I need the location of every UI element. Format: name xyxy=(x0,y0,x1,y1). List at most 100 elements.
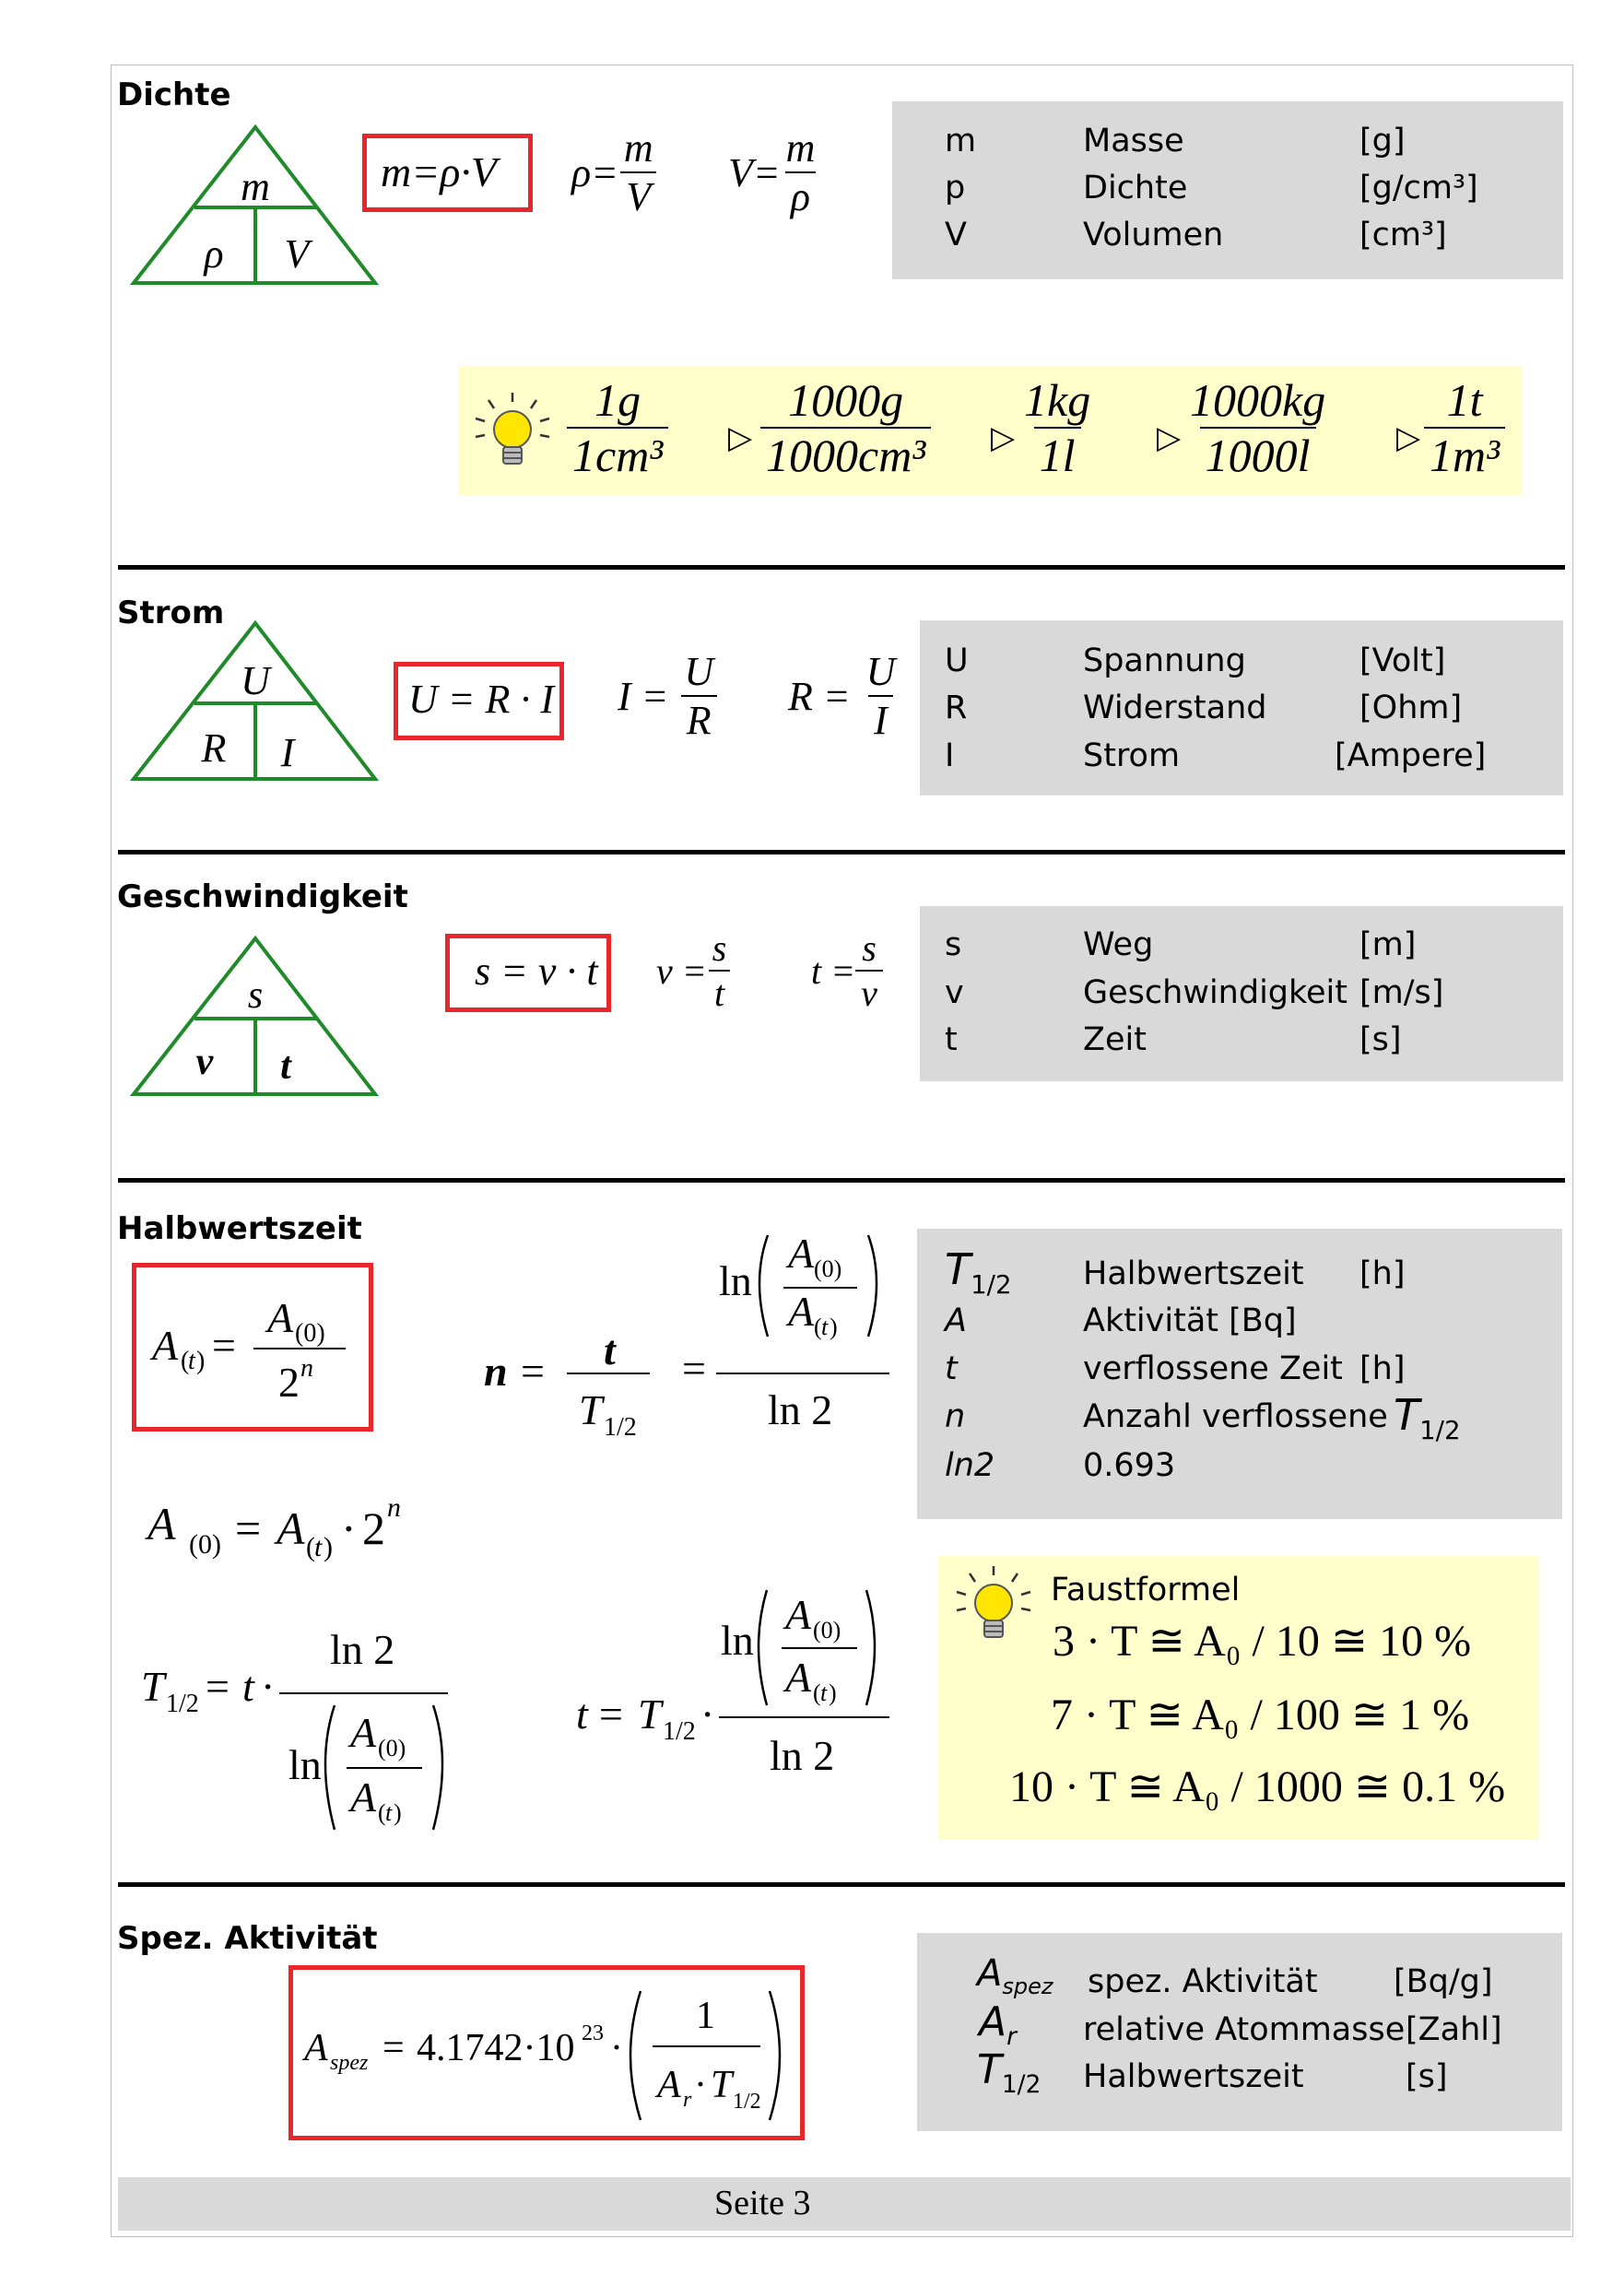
arrow-icon: ▷ xyxy=(1157,421,1182,455)
svg-text:A: A xyxy=(785,1288,815,1335)
legend-unit: [m/s] xyxy=(1359,974,1444,1011)
svg-text:): ) xyxy=(394,1799,402,1826)
legend-name: Volumen xyxy=(1083,217,1224,253)
svg-text:2: 2 xyxy=(362,1502,385,1554)
legend-sym: V xyxy=(945,217,967,253)
legend-panel-spez-aktivitaet xyxy=(917,1933,1562,2131)
triangle-right: t xyxy=(280,1045,292,1088)
svg-text:A: A xyxy=(274,1502,305,1554)
svg-text:A: A xyxy=(301,2027,328,2069)
legend-panel-geschwindigkeit xyxy=(920,906,1563,1081)
svg-text:r: r xyxy=(683,2088,692,2112)
legend-unit: [g] xyxy=(1359,123,1406,159)
svg-text:t: t xyxy=(820,1679,828,1706)
section-divider xyxy=(118,850,1565,854)
svg-text:=: = xyxy=(599,1691,623,1738)
legend-sym: ln2 xyxy=(945,1447,995,1484)
legend-sym: n xyxy=(945,1398,966,1435)
legend-sym: T1/2 xyxy=(945,1244,1012,1301)
svg-text:t: t xyxy=(385,1799,393,1826)
faustformel-title: Faustformel xyxy=(1051,1572,1241,1608)
legend-sym: s xyxy=(945,926,962,963)
legend-sym: t xyxy=(945,1350,958,1387)
svg-text:(0): (0) xyxy=(814,1255,841,1282)
arrow-icon: ▷ xyxy=(728,421,753,455)
arrow-icon: ▷ xyxy=(1396,421,1421,455)
main-formula-box-dichte xyxy=(362,134,533,212)
legend-sym: m xyxy=(945,123,977,159)
svg-text:1/2: 1/2 xyxy=(166,1690,199,1718)
legend-name: Spannung xyxy=(1083,642,1246,679)
legend-sym: R xyxy=(945,689,968,726)
page-frame xyxy=(111,65,1573,2237)
svg-text:1: 1 xyxy=(696,1995,715,2037)
svg-text:=: = xyxy=(206,1663,229,1710)
legend-sym: Aspez xyxy=(977,1952,1053,1999)
legend-name: Masse xyxy=(1083,123,1184,159)
section-heading-spez-aktivitaet: Spez. Aktivität xyxy=(117,1920,378,1957)
svg-text:): ) xyxy=(324,1532,333,1562)
faustformel-line: 10 · T ≅ A₀ / 1000 ≅ 0.1 % xyxy=(1009,1762,1506,1811)
legend-name: Geschwindigkeit xyxy=(1083,974,1348,1011)
svg-text:(: ( xyxy=(181,1347,189,1375)
svg-text:): ) xyxy=(830,1314,838,1340)
lightbulb-icon xyxy=(956,1566,1031,1638)
main-formula-dichte: m=ρ·V xyxy=(381,148,497,195)
legend-name: Anzahl verflossene xyxy=(1083,1398,1388,1435)
svg-text:ln: ln xyxy=(288,1741,322,1788)
svg-text:t: t xyxy=(576,1691,589,1738)
section-heading-halbwertszeit: Halbwertszeit xyxy=(117,1210,362,1247)
svg-text:1/2: 1/2 xyxy=(663,1717,696,1746)
legend-sym: I xyxy=(945,737,955,774)
svg-text:2: 2 xyxy=(278,1359,300,1406)
legend-unit: [cm³] xyxy=(1359,217,1447,253)
svg-text:=: = xyxy=(521,1348,545,1395)
decay-law-box xyxy=(132,1263,373,1432)
svg-text:23: 23 xyxy=(582,2021,604,2045)
svg-text:A: A xyxy=(783,1654,812,1701)
legend-unit: [g/cm³] xyxy=(1359,170,1478,206)
svg-text:(: ( xyxy=(306,1532,315,1562)
main-formula-box-geschwindigkeit xyxy=(445,934,611,1012)
svg-text:4.1742·10: 4.1742·10 xyxy=(417,2027,575,2069)
svg-text:·: · xyxy=(261,1663,275,1710)
section-divider xyxy=(118,565,1565,570)
legend-sym: t xyxy=(945,1021,958,1058)
main-formula-box-strom xyxy=(394,662,564,740)
svg-text:A: A xyxy=(149,1322,179,1369)
svg-text:(: ( xyxy=(814,1314,822,1340)
main-formula-geschwindigkeit: s = v · t xyxy=(475,949,598,994)
svg-text:ln 2: ln 2 xyxy=(768,1386,832,1433)
svg-text:(0): (0) xyxy=(378,1735,406,1762)
svg-text:A: A xyxy=(347,1709,377,1756)
legend-sym: A xyxy=(945,1302,967,1339)
specific-activity-box xyxy=(288,1965,805,2140)
triangle-left: R xyxy=(201,725,227,771)
svg-text:n: n xyxy=(484,1348,508,1395)
legend-unit: [h] xyxy=(1359,1255,1406,1292)
legend-panel-halbwertszeit xyxy=(917,1229,1562,1519)
svg-text:·: · xyxy=(700,1691,714,1738)
svg-text:ln: ln xyxy=(719,1257,752,1304)
legend-name: 0.693 xyxy=(1083,1447,1176,1484)
svg-text:A: A xyxy=(785,1230,815,1277)
legend-unit: [Zahl] xyxy=(1406,2011,1502,2048)
triangle-left: v xyxy=(196,1041,215,1083)
svg-text:ln 2: ln 2 xyxy=(770,1732,834,1779)
svg-text:T: T xyxy=(579,1386,606,1433)
svg-text:=: = xyxy=(212,1322,236,1369)
formula-triangle-dichte: m ρ V xyxy=(129,124,380,285)
faustformel-line: 3 · T ≅ A₀ / 10 ≅ 10 % xyxy=(1053,1617,1472,1666)
svg-text:t: t xyxy=(604,1326,617,1373)
arrow-icon: ▷ xyxy=(991,421,1016,455)
svg-text:T: T xyxy=(711,2064,735,2106)
svg-text:n: n xyxy=(387,1492,401,1523)
